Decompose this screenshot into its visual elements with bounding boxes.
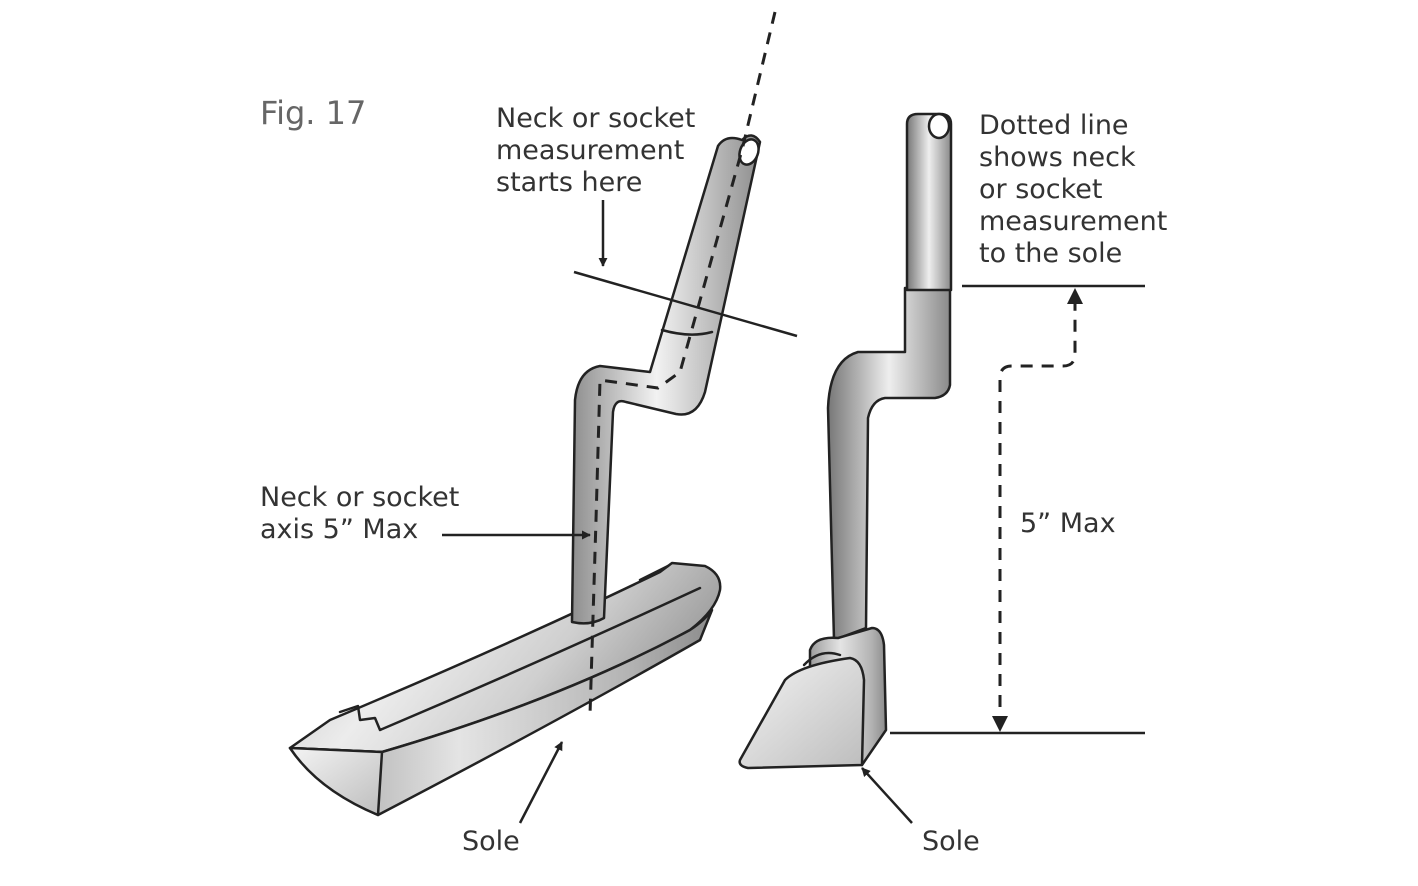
left-head-top-edge	[338, 586, 702, 732]
height-max-label: 5” Max	[1020, 508, 1116, 539]
left-putter-head-toe	[288, 746, 384, 817]
left-shaft-ferrule-line	[660, 328, 714, 336]
right-putter-illustration	[738, 112, 953, 770]
dimension-arrow-up	[1067, 288, 1083, 304]
left-head-heel-step	[638, 564, 670, 582]
sole-right-arrow	[861, 767, 913, 824]
dotted-line-label: Dotted line shows neck or socket measure…	[979, 110, 1176, 269]
right-shaft-opening	[927, 112, 951, 140]
height-dimension	[890, 284, 1145, 735]
left-putter-illustration	[288, 11, 798, 817]
dimension-arrow-down	[992, 716, 1008, 732]
sole-left-label: Sole	[462, 826, 520, 857]
neck-axis-dashed-line	[588, 11, 777, 716]
sole-right-label: Sole	[922, 826, 980, 857]
left-putter-neck	[570, 134, 762, 625]
right-putter-neck	[826, 286, 952, 642]
right-putter-head-face	[738, 656, 866, 770]
axis-max-label: Neck or socket axis 5” Max	[260, 482, 468, 545]
measurement-start-line	[573, 270, 798, 338]
figure-label: Fig. 17	[260, 94, 366, 132]
measure-start-label: Neck or socket measurement starts here	[496, 103, 704, 198]
right-putter-shaft	[905, 112, 953, 292]
right-head-cavity-edge	[802, 651, 842, 667]
sole-left-arrow	[518, 741, 564, 824]
